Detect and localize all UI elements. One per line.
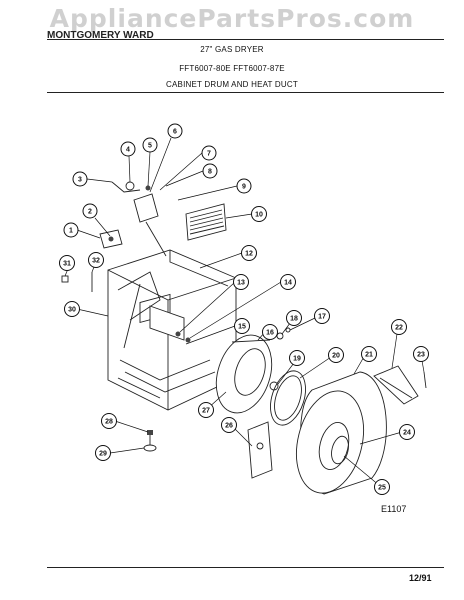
svg-text:28: 28 (105, 419, 113, 426)
callout-25: 25 (374, 479, 390, 495)
svg-text:9: 9 (242, 184, 246, 191)
bottom-rule (47, 567, 444, 568)
svg-text:8: 8 (208, 169, 212, 176)
callout-13: 13 (233, 274, 249, 290)
svg-text:27: 27 (202, 408, 210, 415)
revision-date: 12/91 (409, 573, 432, 583)
callout-1: 1 (63, 222, 79, 238)
svg-text:24: 24 (403, 430, 411, 437)
top-rule (47, 39, 444, 40)
svg-text:18: 18 (290, 316, 298, 323)
diagram-code: E1107 (381, 504, 407, 514)
front-bulkhead (215, 334, 273, 414)
callout-29: 29 (95, 445, 111, 461)
header-rule (47, 92, 444, 93)
svg-text:29: 29 (99, 451, 107, 458)
callout-8: 8 (202, 163, 218, 179)
svg-text:16: 16 (266, 330, 274, 337)
callout-5: 5 (142, 137, 158, 153)
callout-12: 12 (241, 245, 257, 261)
drum (296, 371, 387, 495)
svg-text:6: 6 (173, 129, 177, 136)
callout-31: 31 (59, 255, 75, 271)
screw (423, 371, 427, 389)
heat-duct-grille (185, 203, 227, 241)
callout-4: 4 (120, 141, 136, 157)
svg-text:32: 32 (92, 258, 100, 265)
callout-28: 28 (101, 413, 117, 429)
callout-16: 16 (262, 324, 278, 340)
brand-label: MONTGOMERY WARD (47, 30, 154, 41)
svg-text:12: 12 (245, 251, 253, 258)
callout-9: 9 (236, 178, 252, 194)
drum-baffle (373, 365, 419, 405)
callout-23: 23 (413, 346, 429, 362)
callout-14: 14 (280, 274, 296, 290)
svg-text:20: 20 (332, 353, 340, 360)
callout-32: 32 (88, 252, 104, 268)
callout-19: 19 (289, 350, 305, 366)
leveling-leg (143, 430, 157, 452)
svg-text:21: 21 (365, 352, 373, 359)
svg-text:7: 7 (207, 151, 211, 158)
section-title: CABINET DRUM AND HEAT DUCT (166, 80, 298, 89)
callout-30: 30 (64, 301, 80, 317)
svg-text:3: 3 (78, 177, 82, 184)
support-bracket (247, 421, 273, 479)
small-screws (175, 327, 291, 343)
svg-text:10: 10 (255, 212, 263, 219)
svg-text:25: 25 (378, 485, 386, 492)
svg-text:22: 22 (395, 325, 403, 332)
callout-7: 7 (201, 145, 217, 161)
model-numbers: FFT6007-80E FFT6007-87E (179, 64, 285, 73)
svg-text:15: 15 (238, 324, 246, 331)
top-bracket (111, 181, 167, 257)
callout-27: 27 (198, 402, 214, 418)
callout-24: 24 (399, 424, 415, 440)
svg-text:30: 30 (68, 307, 76, 314)
svg-text:4: 4 (126, 147, 130, 154)
callout-26: 26 (221, 417, 237, 433)
callout-22: 22 (391, 319, 407, 335)
seal-ring (269, 370, 306, 426)
svg-text:14: 14 (284, 280, 292, 287)
watermark: AppliancePartsPros.com (49, 4, 415, 33)
callout-21: 21 (361, 346, 377, 362)
product-title: 27" GAS DRYER (200, 45, 264, 54)
svg-text:26: 26 (225, 423, 233, 430)
callout-20: 20 (328, 347, 344, 363)
callout-15: 15 (234, 318, 250, 334)
callout-17: 17 (314, 308, 330, 324)
svg-text:2: 2 (88, 209, 92, 216)
svg-text:31: 31 (63, 261, 71, 268)
callout-2: 2 (82, 203, 98, 219)
svg-text:23: 23 (417, 352, 425, 359)
leader-lines (64, 137, 425, 487)
svg-text:19: 19 (293, 356, 301, 363)
callout-6: 6 (167, 123, 183, 139)
callout-10: 10 (251, 206, 267, 222)
svg-text:13: 13 (237, 280, 245, 287)
svg-text:5: 5 (148, 143, 152, 150)
callout-18: 18 (286, 310, 302, 326)
svg-text:17: 17 (318, 314, 326, 321)
svg-text:1: 1 (69, 228, 73, 235)
callout-3: 3 (72, 171, 88, 187)
